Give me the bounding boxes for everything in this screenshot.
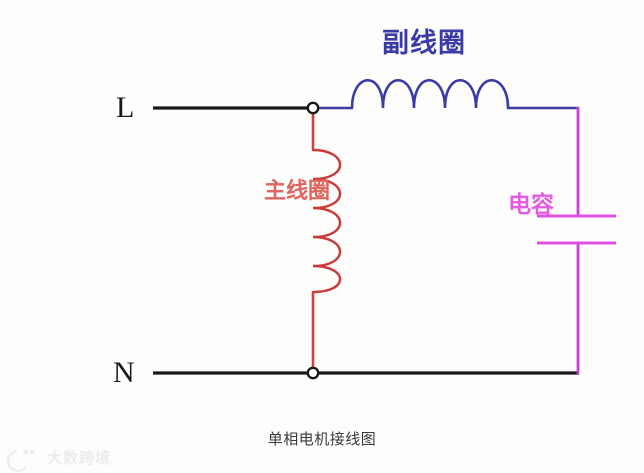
diagram-caption: 单相电机接线图 [267, 430, 377, 448]
watermark-text: 大数跨境 [47, 449, 112, 467]
watermark-logo-spacer [8, 449, 42, 467]
main-coil-label: 主线圈 [264, 179, 331, 204]
circle-logo-icon [6, 449, 35, 473]
junction-live-node [306, 101, 320, 115]
secondary-coil-symbol [350, 79, 510, 110]
secondary-coil-label: 副线圈 [382, 28, 466, 59]
watermark: 大数跨境 [8, 447, 111, 468]
main-coil-symbol [311, 148, 342, 294]
terminal-label-live: L [116, 91, 135, 124]
junction-neutral-node [306, 366, 320, 380]
capacitor-label: 电容 [508, 192, 554, 218]
terminal-label-neutral: N [113, 356, 135, 389]
